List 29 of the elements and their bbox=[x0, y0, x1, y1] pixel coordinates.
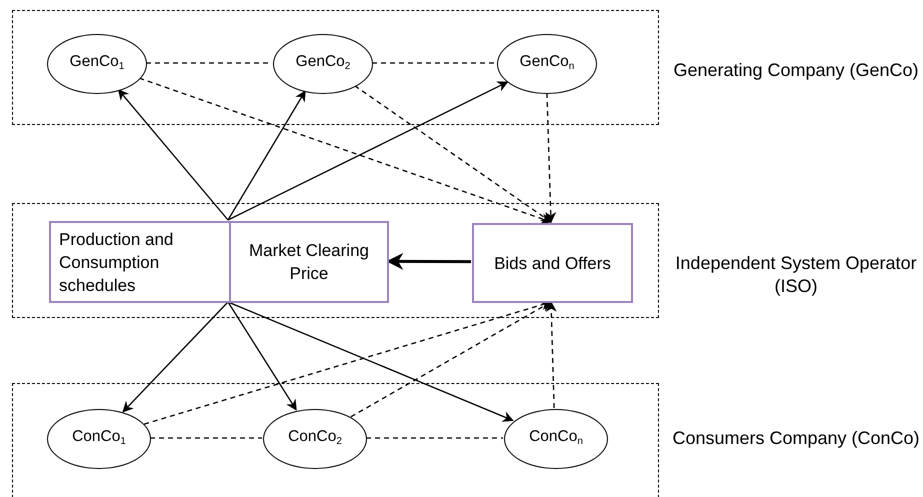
connector-line bbox=[150, 437, 262, 439]
node-label: GenCo$_{1}$ bbox=[68, 52, 126, 74]
arrow bbox=[227, 302, 297, 411]
arrow bbox=[228, 81, 508, 221]
node-label: ConCo$_{2}$ bbox=[287, 427, 343, 449]
arrow bbox=[139, 77, 552, 224]
node-label: ConCo$_{1}$ bbox=[71, 427, 127, 449]
node-label: GenCo$_{n}$ bbox=[518, 52, 576, 74]
group-label: Generating Company (GenCo) bbox=[672, 59, 920, 82]
arrow bbox=[122, 302, 228, 413]
process-box bbox=[472, 223, 633, 303]
node-label: ConCo$_{n}$ bbox=[528, 427, 584, 449]
process-box bbox=[229, 221, 389, 303]
node-label: Production and Consumption schedules bbox=[58, 228, 174, 296]
arrow bbox=[228, 301, 514, 422]
arrow bbox=[545, 92, 556, 224]
node-label: GenCo$_{2}$ bbox=[294, 52, 352, 74]
arrow bbox=[118, 88, 228, 220]
group-label: Consumers Company (ConCo) bbox=[671, 427, 921, 450]
process-box bbox=[49, 221, 231, 303]
arrow bbox=[546, 300, 557, 408]
group-label: Independent System Operator (ISO) bbox=[674, 252, 918, 298]
arrow bbox=[354, 85, 552, 223]
node-label: Bids and Offers bbox=[493, 252, 612, 274]
arrow bbox=[227, 90, 306, 220]
arrow bbox=[350, 301, 552, 418]
node-label: Market Clearing Price bbox=[248, 240, 370, 285]
connector-line bbox=[372, 62, 496, 64]
connector-line bbox=[366, 437, 503, 439]
